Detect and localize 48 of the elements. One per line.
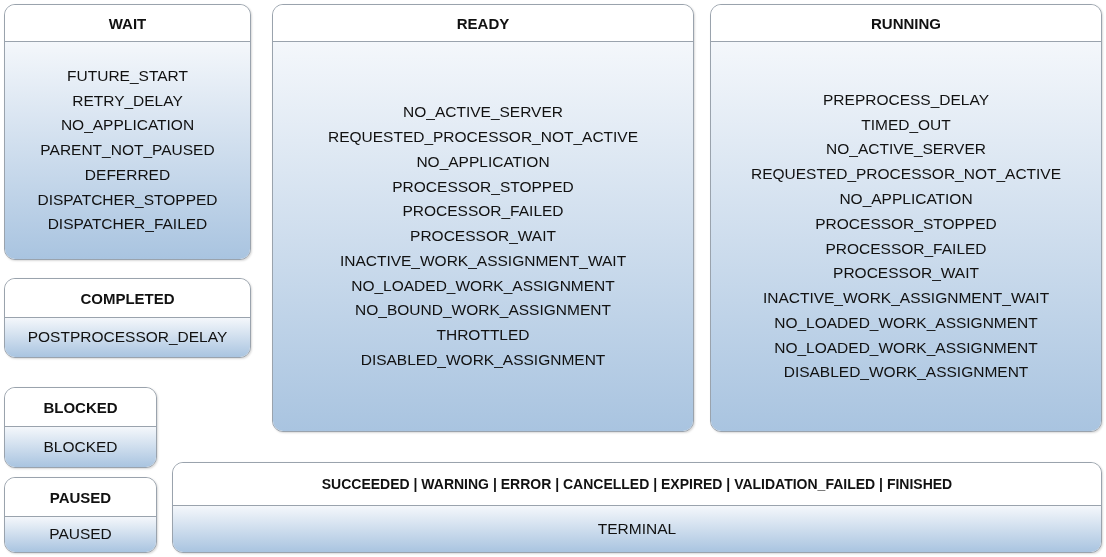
reason-text: NO_APPLICATION	[60, 115, 195, 136]
reason-text: REQUESTED_PROCESSOR_NOT_ACTIVE	[327, 126, 639, 147]
reason-text: PROCESSOR_FAILED	[825, 238, 987, 259]
reason-text: PREPROCESS_DELAY	[823, 89, 989, 110]
state-heading: COMPLETED	[80, 289, 175, 307]
reason-text: THROTTLED	[436, 325, 530, 346]
reason-text: DISABLED_WORK_ASSIGNMENT	[360, 350, 606, 371]
reason-text: NO_BOUND_WORK_ASSIGNMENT	[355, 300, 611, 321]
reason-text: NO_ACTIVE_SERVER	[826, 139, 986, 160]
reason-text: PARENT_NOT_PAUSED	[40, 140, 215, 161]
reason-text: NO_ACTIVE_SERVER	[403, 102, 563, 123]
state-card	[172, 462, 1102, 553]
reason-text: PROCESSOR_WAIT	[833, 263, 979, 284]
state-heading: WAIT	[108, 14, 147, 32]
reason-text: DISPATCHER_FAILED	[47, 214, 208, 235]
reason-text: PAUSED	[49, 524, 112, 545]
reason-text: POSTPROCESSOR_DELAY	[27, 327, 228, 348]
reason-text: TIMED_OUT	[861, 114, 951, 135]
reason-text: INACTIVE_WORK_ASSIGNMENT_WAIT	[339, 250, 627, 271]
reason-text: NO_LOADED_WORK_ASSIGNMENT	[351, 275, 615, 296]
state-card	[710, 4, 1102, 432]
reason-text: TERMINAL	[597, 518, 677, 539]
state-heading: SUCCEEDED | WARNING | ERROR | CANCELLED | EXPIRED | VALIDATION_FAILED | FINISHED	[321, 476, 953, 492]
state-heading: RUNNING	[871, 14, 941, 32]
state-heading: READY	[456, 14, 510, 32]
reason-text: BLOCKED	[43, 436, 118, 457]
reason-text: DISPATCHER_STOPPED	[37, 189, 218, 210]
state-heading: PAUSED	[49, 488, 112, 506]
reason-text: PROCESSOR_FAILED	[402, 201, 564, 222]
reason-text: DISABLED_WORK_ASSIGNMENT	[783, 362, 1029, 383]
state-card	[4, 4, 251, 260]
state-card	[4, 278, 251, 358]
state-heading: BLOCKED	[43, 398, 118, 416]
reason-text: NO_LOADED_WORK_ASSIGNMENT	[774, 312, 1038, 333]
reason-text: NO_LOADED_WORK_ASSIGNMENT	[774, 337, 1038, 358]
reason-text: FUTURE_START	[67, 65, 188, 86]
reason-text: REQUESTED_PROCESSOR_NOT_ACTIVE	[750, 164, 1062, 185]
reason-text: DEFERRED	[84, 164, 171, 185]
reason-text: RETRY_DELAY	[72, 90, 183, 111]
reason-text: INACTIVE_WORK_ASSIGNMENT_WAIT	[762, 288, 1050, 309]
reason-text: PROCESSOR_STOPPED	[392, 176, 574, 197]
reason-text: PROCESSOR_WAIT	[410, 226, 556, 247]
reason-text: NO_APPLICATION	[839, 188, 973, 209]
state-card	[272, 4, 694, 432]
reason-text: PROCESSOR_STOPPED	[815, 213, 997, 234]
state-card	[4, 477, 157, 553]
state-card	[4, 387, 157, 468]
reason-text: NO_APPLICATION	[416, 151, 550, 172]
